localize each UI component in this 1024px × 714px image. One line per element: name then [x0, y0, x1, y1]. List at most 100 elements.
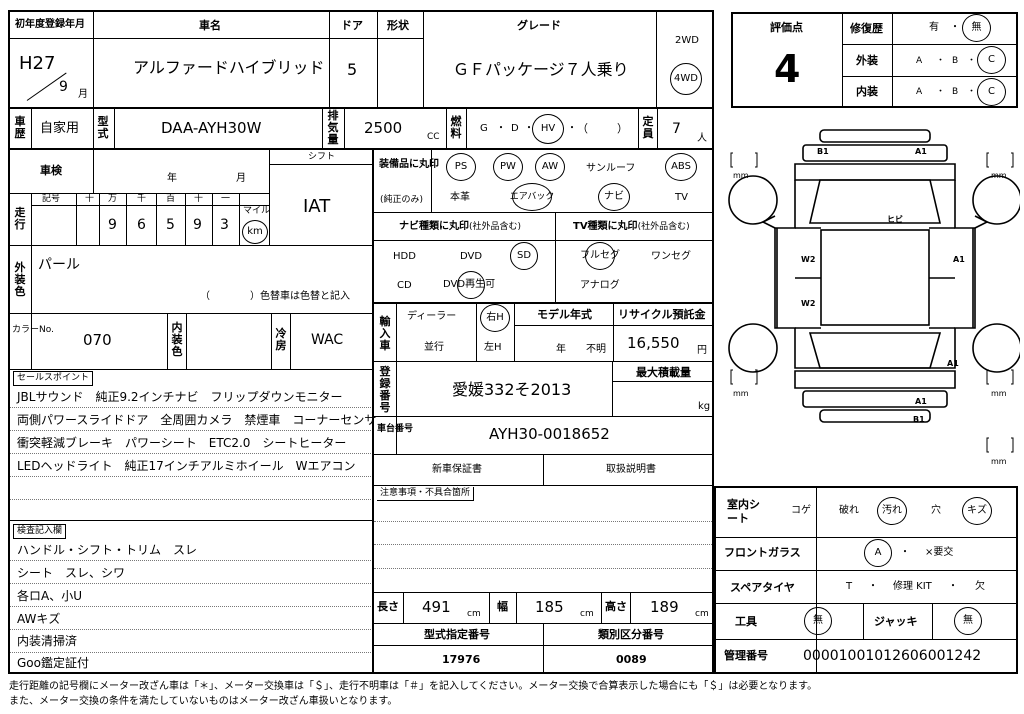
warranty-item: 新車保証書: [432, 464, 482, 475]
repair-yes: 有: [929, 22, 939, 33]
recycle-label: リサイクル預託金: [618, 308, 706, 321]
dot: ・: [936, 87, 946, 97]
jack-none-circled: 無: [954, 607, 982, 635]
caution-label: 注意事項・不具合箇所: [377, 487, 475, 501]
shape-label: 形状: [387, 19, 409, 32]
displacement-value: 2500: [364, 119, 403, 137]
fuel-d: D: [511, 123, 519, 134]
seat-hole: 穴: [931, 505, 941, 516]
max-load-unit: kg: [698, 401, 711, 412]
recycle-unit: 円: [697, 345, 707, 356]
mileage-digit: 3: [220, 217, 229, 233]
color-no-value: 070: [83, 331, 112, 349]
damage-mark: A1: [947, 359, 959, 368]
max-load-label: 最大積載量: [636, 366, 691, 379]
sales-point-line: LEDヘッドライト 純正17インチアルミホイール Wエアコン: [17, 459, 356, 473]
seat-scratch-circled: キズ: [962, 497, 992, 525]
model-value: DAA-AYH30W: [161, 119, 262, 137]
width-unit: cm: [580, 609, 594, 619]
spare-repair-kit: 修理 KIT: [893, 581, 932, 592]
reg-number-value: 愛媛332そ2013: [452, 380, 572, 399]
score-label: 評価点: [770, 21, 803, 34]
reg-number-label: 登録番号: [379, 365, 391, 414]
windshield-label: フロントガラス: [724, 546, 801, 559]
seat-scorch: コゲ: [791, 505, 811, 516]
import-label: 輸入車: [379, 315, 391, 352]
capacity-value: 7: [672, 121, 681, 137]
capacity-unit: 人: [697, 133, 707, 144]
inspector-notes-label: 検査記入欄: [13, 524, 67, 539]
first-reg-month: 9: [59, 79, 68, 95]
windshield-replace: ×要交: [925, 547, 954, 558]
equip-tv: TV: [675, 192, 688, 203]
dot: ・: [936, 56, 946, 66]
fuel-g: G: [480, 123, 488, 134]
seat-label: 室内シート: [727, 498, 760, 525]
equip-leather: 本革: [450, 192, 470, 203]
sales-point-line: JBLサウンド 純正9.2インチナビ フリップダウンモニター: [17, 390, 343, 404]
damage-mark: B1: [817, 147, 829, 156]
damage-mark: A1: [915, 147, 927, 156]
drive-4wd-circled: 4WD: [670, 63, 702, 95]
inspector-note-line: 各ロA、小U: [17, 589, 82, 603]
interior-grade-circled: C: [977, 78, 1006, 106]
sales-point-line: 両側パワースライドドア 全周囲カメラ 禁煙車 コーナーセンサ: [17, 413, 377, 427]
first-reg-label: 初年度登録年月: [15, 19, 85, 30]
digit-header-1: 万: [108, 194, 118, 204]
dot: ・: [868, 581, 878, 592]
fuel-other-open: （: [577, 122, 588, 135]
exterior-color-value: パール: [38, 257, 80, 273]
grade-b: B: [952, 56, 959, 66]
doors-label: ドア: [341, 19, 363, 32]
inspector-note-line: AWキズ: [17, 612, 61, 626]
navi-sd-circled: SD: [510, 242, 538, 270]
mileage-digit: 5: [166, 217, 175, 233]
jack-label: ジャッキ: [874, 615, 918, 628]
navi-label: ナビ種類に丸印(社外品含む): [399, 221, 522, 232]
windshield-a-circled: A: [864, 539, 892, 567]
height-value: 189: [650, 598, 679, 616]
fuel-other-close: ）: [617, 122, 628, 135]
tire-mm-label: mm: [733, 171, 749, 180]
digit-header-2: 千: [137, 194, 147, 204]
navi-cd: CD: [397, 280, 412, 291]
tire-mm-label: mm: [991, 171, 1007, 180]
spare-mm-label: mm: [991, 457, 1007, 466]
width-value: 185: [535, 598, 564, 616]
equip-pw-circled: PW: [493, 153, 523, 181]
model-year-label: モデル年式: [537, 308, 592, 321]
length-value: 491: [422, 598, 451, 616]
mileage-digit: 9: [193, 217, 202, 233]
condition-frame: [714, 486, 1018, 674]
tv-label: TV種類に丸印(社外品含む): [573, 221, 690, 232]
manual-item: 取扱説明書: [606, 464, 656, 475]
damage-mark: ヒビ: [887, 214, 903, 224]
grade-a: A: [916, 56, 923, 66]
doors-value: 5: [347, 60, 358, 79]
length-unit: cm: [467, 609, 481, 619]
seat-tear: 破れ: [839, 505, 859, 516]
tools-label: 工具: [735, 615, 757, 628]
interior-color-label: 内装色: [171, 321, 183, 358]
exterior-grade-circled: C: [977, 46, 1006, 74]
equip-sunroof: サンルーフ: [586, 163, 636, 174]
ac-value: WAC: [311, 332, 344, 348]
grade-value: ＧＦパッケージ７人乗り: [453, 60, 629, 79]
shaken-label: 車検: [40, 164, 62, 177]
mileage-digit: 9: [108, 217, 117, 233]
drive-2wd: 2WD: [675, 35, 699, 46]
equip-aw-circled: AW: [535, 153, 565, 181]
fuel-hv-circled: HV: [532, 114, 564, 144]
length-label: 長さ: [377, 600, 399, 613]
type-designation-value: 17976: [442, 653, 481, 666]
car-name: アルファードハイブリッド: [133, 58, 325, 77]
sales-points-label: セールスポイント: [13, 371, 94, 386]
grade-a: A: [916, 87, 923, 97]
mileage-digit: 6: [137, 217, 146, 233]
month-unit: 月: [78, 89, 88, 100]
glass-dot: ・: [900, 547, 910, 558]
spare-tire-label: スペアタイヤ: [730, 581, 795, 594]
inspector-note-line: ハンドル・シフト・トリム スレ: [17, 543, 198, 557]
model-label: 型式: [97, 115, 109, 140]
car-name-label: 車名: [199, 19, 221, 32]
